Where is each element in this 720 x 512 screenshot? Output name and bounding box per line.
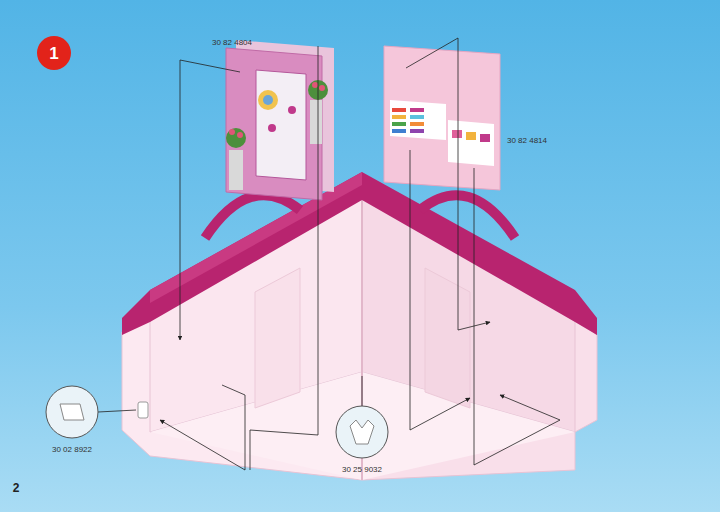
house-shell xyxy=(122,172,597,480)
part-callout xyxy=(46,386,388,458)
part-number: 30 82 4804 xyxy=(212,39,252,47)
shelf-panel xyxy=(384,46,500,190)
part-number: 30 25 9032 xyxy=(342,466,382,474)
part-number: 30 02 8922 xyxy=(52,446,92,454)
page-number: 2 xyxy=(13,482,20,494)
part-number: 30 82 4814 xyxy=(507,137,547,145)
step-circle xyxy=(37,36,71,70)
step-number: 1 xyxy=(49,45,58,62)
leader-lines xyxy=(98,38,560,470)
